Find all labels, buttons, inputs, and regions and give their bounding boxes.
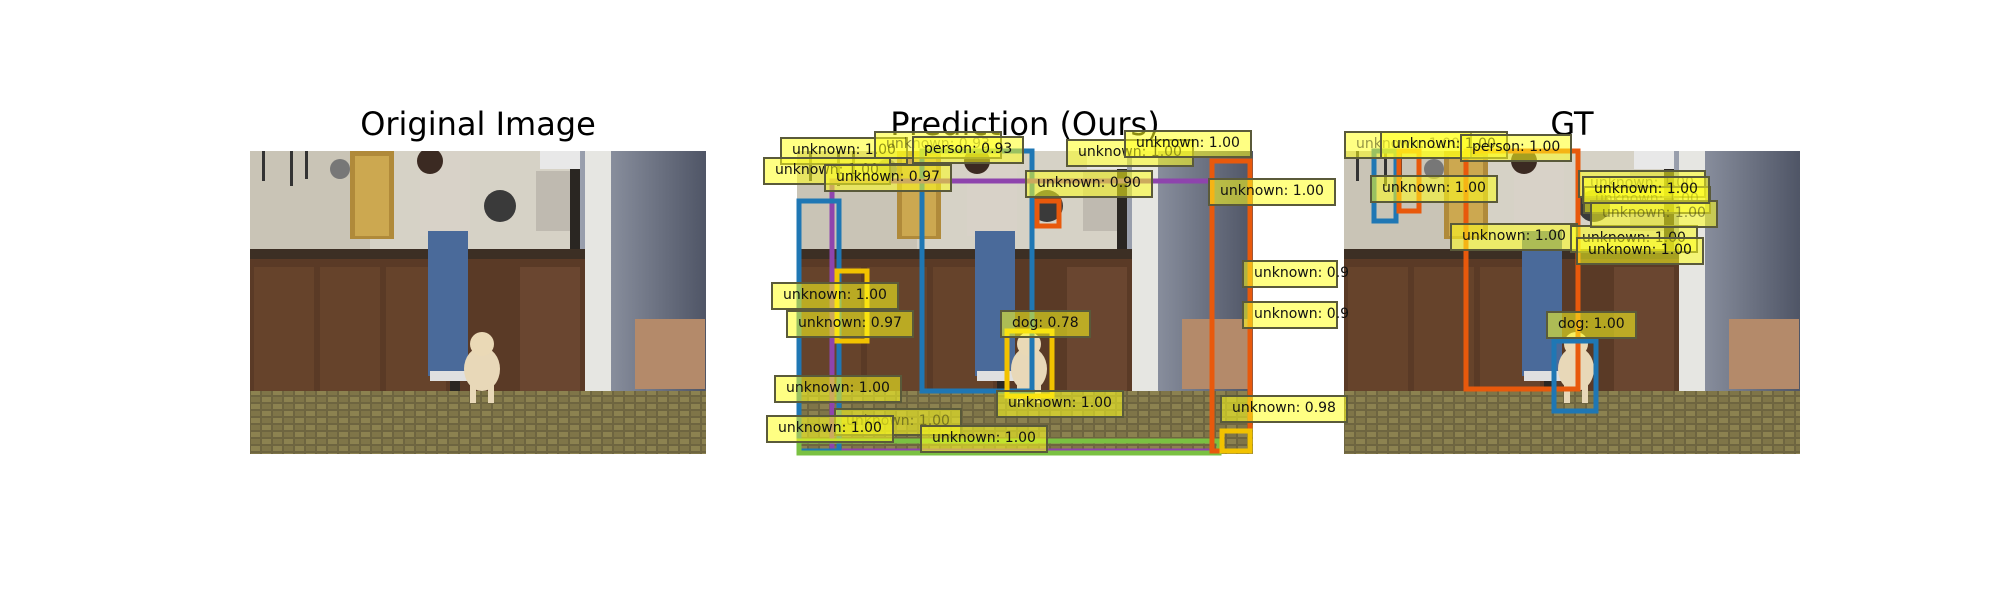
pred-label: unknown: 0.9 (1242, 301, 1349, 329)
pred-label: unknown: 0.9 (1242, 260, 1349, 288)
title-original: Original Image (360, 105, 596, 143)
pred-box (1034, 198, 1062, 229)
original-image (250, 151, 706, 454)
gt-image (1344, 151, 1800, 454)
prediction-image (796, 151, 1253, 456)
title-gt: GT (1550, 105, 1594, 143)
title-prediction: Prediction (Ours) (890, 105, 1160, 143)
pred-box (1219, 428, 1253, 454)
gt-box (1551, 338, 1599, 414)
